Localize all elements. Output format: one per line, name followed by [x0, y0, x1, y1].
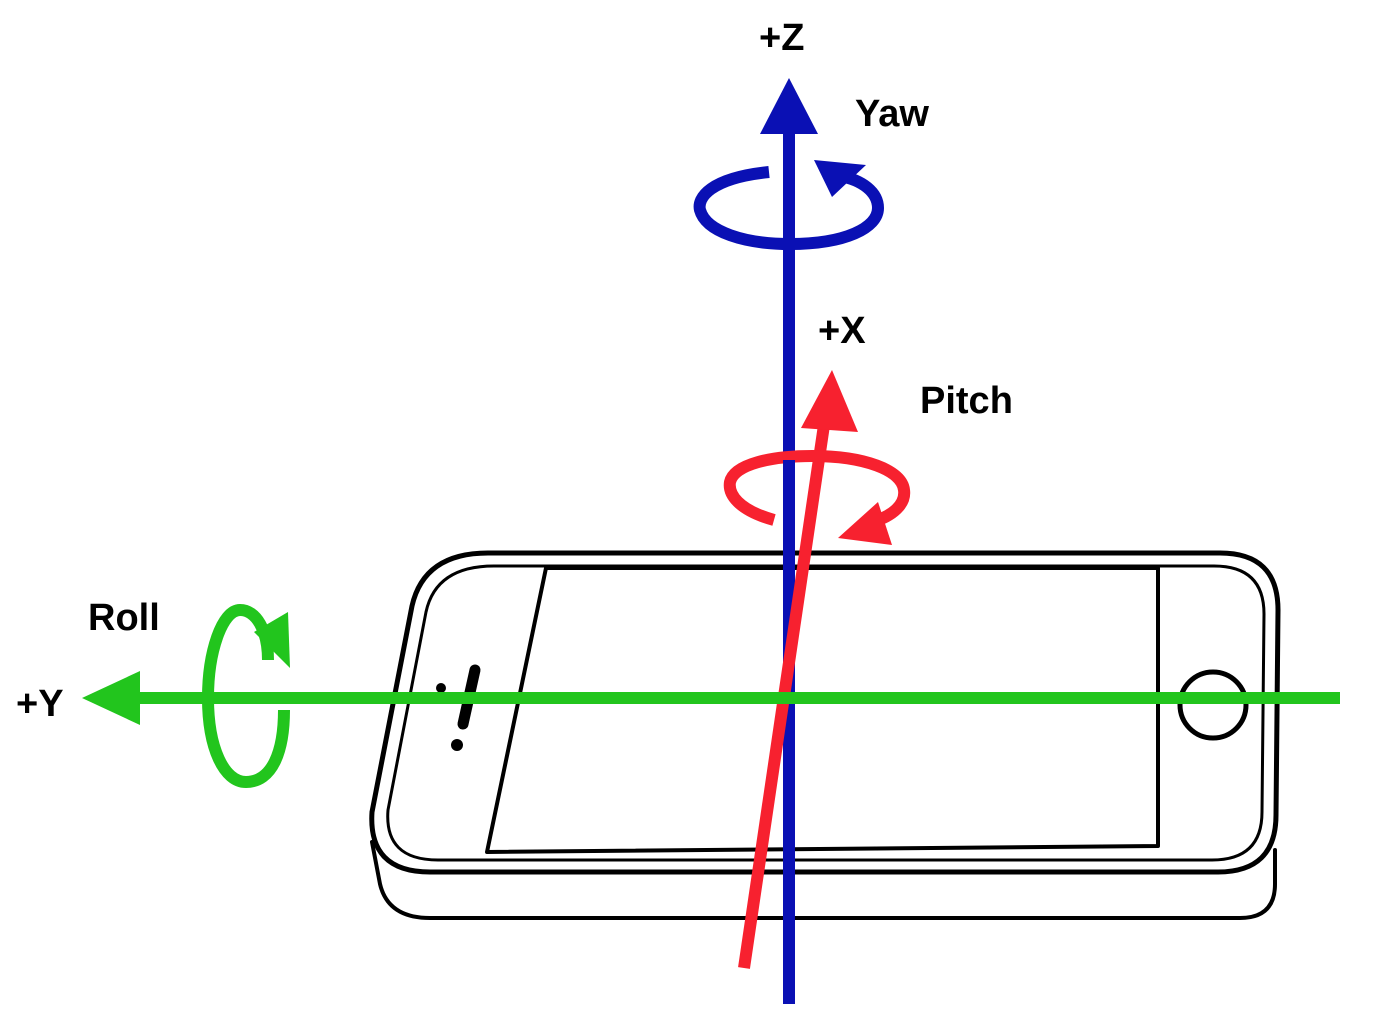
x-axis-arrowhead: [801, 370, 858, 432]
phone-side: [370, 840, 1277, 920]
phone-sensor: [451, 739, 463, 751]
phone-screen: [485, 566, 1160, 854]
yaw-arrowhead: [814, 160, 866, 197]
z-axis-arrowhead: [760, 78, 818, 134]
roll-arrowhead: [254, 612, 290, 668]
phone-home-button: [1177, 669, 1249, 741]
y-axis-arrowhead: [82, 671, 140, 725]
x-axis-line: [738, 397, 834, 969]
x-axis-label: +X: [818, 310, 866, 352]
yaw-label: Yaw: [855, 93, 929, 135]
y-axis-label: +Y: [16, 683, 64, 725]
pitch-rotation-arrow: [723, 449, 911, 528]
roll-label: Roll: [88, 597, 160, 639]
smartphone-icon: [369, 550, 1281, 920]
z-axis-label: +Z: [759, 17, 804, 59]
phone-body-outer: [369, 550, 1281, 875]
yaw-rotation-arrow: [693, 166, 885, 251]
x-axis: [723, 370, 911, 969]
pitch-arrowhead: [838, 502, 892, 545]
pitch-label: Pitch: [920, 380, 1013, 422]
phone-camera: [436, 683, 446, 693]
z-axis: [693, 78, 885, 1004]
y-axis: [82, 603, 1340, 789]
phone-body-inner: [386, 564, 1266, 862]
roll-rotation-arrow: [201, 603, 290, 789]
